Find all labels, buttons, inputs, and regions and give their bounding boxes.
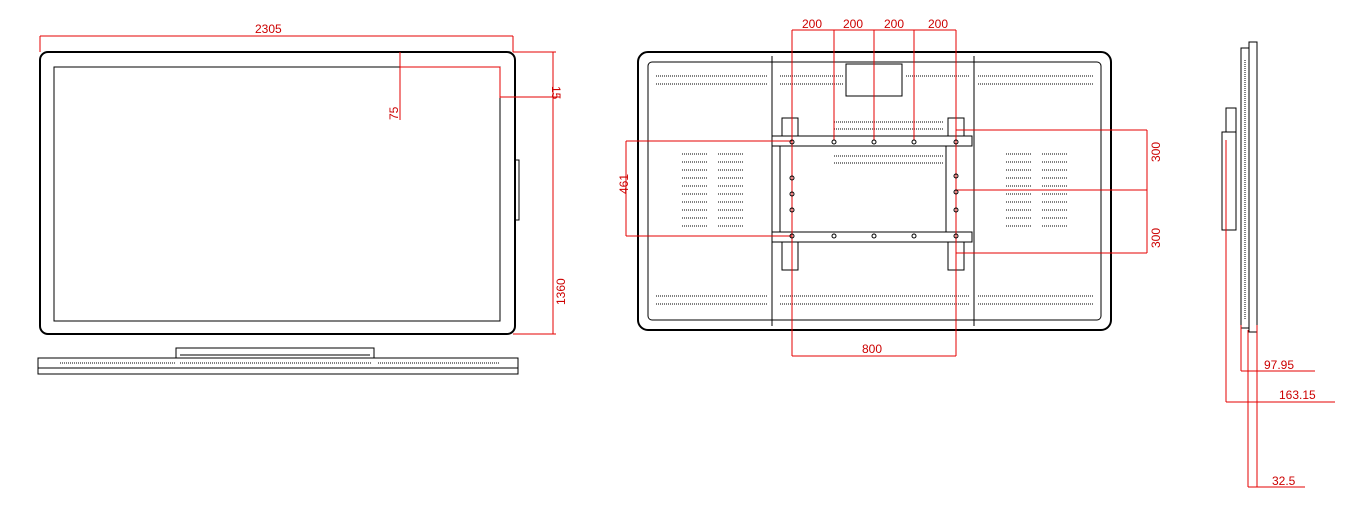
side-view: 97.95 163.15 32.5	[1221, 41, 1335, 488]
front-height-label: 1360	[554, 278, 568, 305]
mount-hole	[789, 175, 795, 181]
side-depth-label-3: 32.5	[1272, 474, 1296, 488]
rear-mount-holes	[789, 139, 959, 239]
side-depth-label-2: 163.15	[1279, 388, 1316, 402]
mount-hole	[831, 139, 837, 145]
mount-hole	[953, 173, 959, 179]
front-view: 2305 1360 75 15	[37, 22, 568, 375]
rear-bottom-width-label: 800	[862, 342, 882, 356]
front-screen	[53, 66, 501, 322]
mount-hole	[911, 233, 917, 239]
front-bezel	[39, 51, 516, 335]
rear-vents	[656, 75, 1094, 305]
mount-hole	[831, 233, 837, 239]
side-depth-label-1: 97.95	[1264, 358, 1294, 372]
mount-hole	[789, 233, 795, 239]
front-corner-label: 15	[549, 86, 563, 100]
front-bezel-label: 75	[387, 106, 401, 120]
mount-hole	[953, 189, 959, 195]
rear-vesa-vertical-label-2: 300	[1149, 228, 1163, 248]
mount-hole	[871, 233, 877, 239]
mount-hole	[953, 233, 959, 239]
mount-hole	[953, 207, 959, 213]
front-width-label: 2305	[255, 22, 282, 36]
mount-hole	[953, 139, 959, 145]
mount-hole	[871, 139, 877, 145]
rear-view: 200 200 200 200 300 300 461 800	[617, 17, 1163, 357]
mount-hole	[789, 191, 795, 197]
rear-spacing-label-2: 200	[843, 17, 863, 31]
rear-spacing-label-4: 200	[928, 17, 948, 31]
mount-hole	[789, 139, 795, 145]
rear-spacing-label-3: 200	[884, 17, 904, 31]
mount-hole	[789, 207, 795, 213]
rear-vesa-vertical-label-1: 300	[1149, 142, 1163, 162]
front-side-panel	[514, 159, 520, 221]
rear-side-label: 461	[617, 174, 631, 194]
rear-spacing-label-1: 200	[802, 17, 822, 31]
mount-hole	[911, 139, 917, 145]
